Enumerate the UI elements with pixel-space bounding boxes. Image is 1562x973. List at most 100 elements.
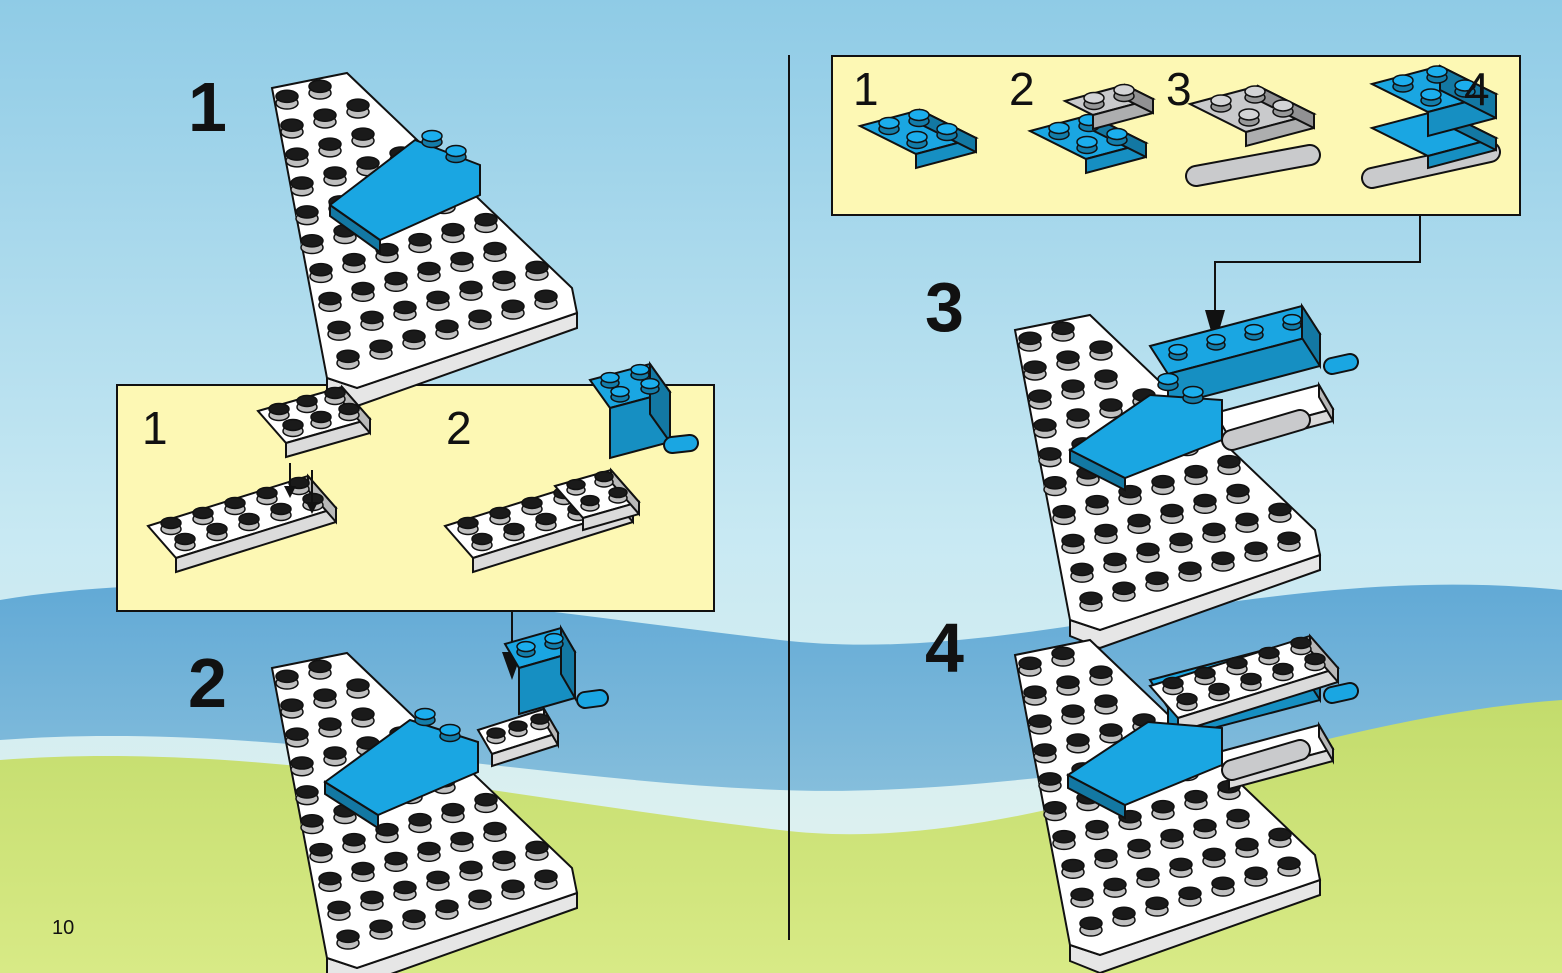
step2-engine-nozzle	[576, 689, 609, 709]
step2-wing-plate-stud	[295, 785, 319, 806]
step1-wing-plate-stud	[318, 137, 342, 158]
step2-cockpit-slope-stud	[439, 723, 461, 743]
step1-wing-plate-stud	[285, 147, 309, 168]
step3-cockpit-slope	[1068, 372, 1223, 492]
step3-cockpit-slope-stud	[1182, 385, 1204, 405]
sub2-plate-2x6-stud	[503, 522, 525, 542]
sub2-plate-riser-stud	[608, 486, 628, 504]
rsub2-plate-2x2-stud	[1048, 121, 1070, 141]
sub1-plate-2x6-stud	[238, 512, 260, 532]
step4-top-plate-stud	[1208, 682, 1230, 702]
step1-wing-plate-stud	[308, 79, 332, 100]
step1-wing-plate-stud	[351, 281, 375, 303]
step3-wing-plate-stud	[1043, 475, 1067, 497]
step1-cockpit-slope-stud	[445, 144, 467, 164]
step4-wing-plate-stud	[1066, 733, 1090, 754]
step4-wing-plate-stud	[1112, 906, 1136, 927]
sub2-plate-2x6-stud	[471, 532, 493, 552]
step2-wing-plate-stud	[308, 659, 332, 680]
step2-wing-plate-stud	[351, 861, 375, 883]
step4-wing-plate-stud	[1079, 916, 1103, 937]
sub2-plate-2x6-stud	[457, 516, 479, 536]
step1-wing-plate-stud	[525, 260, 549, 281]
step2-wing-plate-stud	[501, 879, 525, 900]
step3-wing-plate-stud	[1061, 533, 1085, 555]
step4-cockpit-slope	[1066, 720, 1223, 820]
sub2-engine-nozzle	[663, 434, 699, 454]
step3-wing-plate-stud	[1178, 561, 1202, 582]
step2-wing-plate-stud	[441, 802, 465, 824]
step2-wing-plate-stud	[492, 850, 516, 871]
step2-wing-plate-stud	[393, 880, 417, 901]
sub2-engine-block	[588, 360, 672, 460]
step4-wing-plate-stud	[1099, 723, 1123, 744]
step4-wing-plate-stud	[1043, 800, 1067, 822]
step4-wing-plate-stud	[1094, 848, 1118, 870]
rsub1-plate-2x2-stud	[878, 116, 900, 136]
step2-wing-plate-stud	[285, 727, 309, 748]
step1-wing-plate-stud	[402, 329, 426, 350]
step4-wing-plate-stud	[1193, 818, 1217, 840]
step2-wing-plate-stud	[275, 669, 299, 690]
step1-wing-plate-stud	[369, 339, 393, 360]
step2-wing-plate-stud	[336, 929, 360, 950]
step1-wing-plate-stud	[290, 176, 314, 197]
step4-wing-plate-stud	[1094, 694, 1118, 715]
sub1-plate-2x2-stud	[310, 410, 332, 430]
rsub3-plate-grey-stud	[1210, 94, 1232, 113]
step4-wing-plate-stud	[1226, 808, 1250, 830]
step4-wing-plate-stud	[1056, 675, 1080, 696]
left-substep-number-2: 2	[446, 402, 472, 454]
step3-wing-plate-stud	[1169, 532, 1193, 553]
step-number-4: 4	[925, 609, 964, 687]
step2-wing-plate-stud	[300, 813, 324, 835]
step3-wing-plate-stud	[1217, 454, 1241, 476]
rsub3-plate-grey	[1187, 84, 1317, 148]
rsub2-plate-grey	[1062, 83, 1156, 131]
step2-wing-plate-stud	[435, 899, 459, 920]
step3-wing-plate-stud	[1160, 503, 1184, 525]
step1-wing-plate-stud	[333, 223, 357, 245]
step4-wing-plate-stud	[1160, 828, 1184, 850]
sub2-plate-2x6-stud	[521, 496, 543, 516]
step3-fuselage-stud	[1206, 333, 1226, 351]
right-callout-arrowhead	[1205, 310, 1225, 345]
step3-wing-plate-stud	[1112, 581, 1136, 602]
step4-wing-plate-stud	[1277, 856, 1301, 877]
step4-top-plate-stud	[1290, 636, 1312, 656]
sub2-plate-2x6-stud	[489, 506, 511, 526]
step2-wing-plate-stud	[342, 832, 366, 854]
step3-wing-plate-stud	[1051, 321, 1075, 342]
step4-wing-plate-stud	[1033, 743, 1057, 764]
rsub2-plate-grey-stud	[1083, 91, 1105, 111]
step3-wing-plate-stud	[1052, 504, 1076, 526]
step3-fuselage-stud	[1244, 323, 1264, 341]
step4-wing-plate-stud	[1268, 827, 1292, 848]
step-number-3: 3	[925, 268, 964, 346]
sub1-plate-2x2-stud	[324, 386, 346, 406]
step1-wing-plate-stud	[342, 252, 366, 274]
step2-wing-plate-stud	[417, 841, 441, 863]
step1-wing-plate-stud	[468, 309, 492, 330]
step4-wing-plate-stud	[1028, 714, 1052, 735]
step1-wing-plate-stud	[300, 233, 324, 255]
step4-top-plate-stud	[1304, 652, 1326, 672]
step1-wing-plate-stud	[534, 289, 558, 310]
step4-wing-plate-stud	[1145, 896, 1169, 917]
step3-wing-plate-stud	[1268, 502, 1292, 523]
step2-plate	[476, 705, 560, 768]
step2-wing-plate-stud	[369, 919, 393, 940]
sub1-plate-2x2	[256, 384, 372, 459]
step2-wing-plate-stud	[360, 890, 384, 911]
left-substep-number-1: 1	[142, 402, 168, 454]
step3-wing-plate-stud	[1094, 369, 1118, 390]
step1-wing-plate-stud	[351, 127, 375, 148]
step3-wing-plate-stud	[1033, 418, 1057, 439]
step3-axle	[1221, 409, 1311, 451]
step2-wing-plate-stud	[525, 840, 549, 861]
step3-wing-plate-stud	[1094, 523, 1118, 545]
step1-wing-plate-stud	[318, 291, 342, 313]
step2-wing-plate-stud	[318, 717, 342, 738]
step2-wing-plate-stud	[468, 889, 492, 910]
sub1-plate-2x6-stud	[174, 532, 196, 552]
